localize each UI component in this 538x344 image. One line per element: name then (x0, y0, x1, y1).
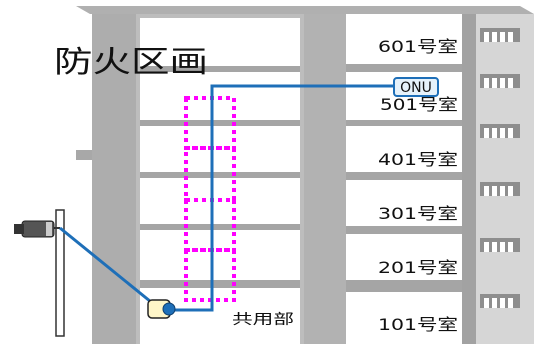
termination-device (147, 299, 176, 319)
fire-compartment-label: 防火区画 (54, 45, 208, 80)
floor-shadow (346, 64, 462, 72)
onu-label: ONU (400, 80, 432, 96)
room-label-601: 601号室 (378, 37, 458, 56)
device-port-icon (162, 302, 176, 316)
onu-box (393, 77, 439, 97)
room-label-301: 301号室 (378, 204, 458, 223)
cable-pole-to-device (59, 226, 157, 308)
cable-route (59, 84, 396, 312)
balcony (480, 238, 520, 252)
floor-shadow (346, 226, 462, 234)
balcony (480, 182, 520, 196)
room-label-201: 201号室 (378, 258, 458, 277)
room-201 (346, 234, 462, 280)
balcony (480, 294, 520, 308)
right-facade (476, 14, 534, 344)
floor-shadow (140, 224, 300, 230)
room-101 (346, 292, 462, 344)
antenna-tip (14, 224, 24, 234)
middle-column (304, 14, 346, 344)
antenna-device (14, 220, 55, 238)
floor-shadow (346, 280, 462, 292)
balcony (480, 124, 520, 138)
antenna-face (46, 222, 52, 236)
balcony (480, 74, 520, 88)
right-wall (462, 14, 476, 344)
onu: ONU (393, 77, 439, 97)
left-unit-6 (140, 18, 300, 66)
left-setback (76, 150, 92, 160)
room-label-501: 501号室 (380, 95, 458, 114)
left-unit-2 (140, 230, 300, 280)
fire-partition-zone (184, 248, 236, 302)
cable-riser (168, 84, 396, 312)
room-301 (346, 180, 462, 226)
balcony (480, 28, 520, 42)
room-601 (346, 14, 462, 64)
fire-partition (184, 96, 236, 302)
room-401 (346, 126, 462, 172)
room-label-101: 101号室 (378, 315, 458, 334)
balconies (480, 28, 520, 308)
floor-shadow (346, 172, 462, 180)
room-label-401: 401号室 (378, 150, 458, 169)
left-facade (92, 14, 136, 344)
common-area-label: 共用部 (232, 312, 294, 328)
roof-slab (76, 6, 534, 14)
floor-shadow (140, 172, 300, 178)
floor-shadow (140, 66, 300, 72)
floor-shadow (140, 280, 300, 288)
floor-shadow (346, 120, 462, 126)
right-room-stack (346, 14, 462, 344)
floor-shadow (140, 120, 300, 126)
pole (55, 209, 65, 337)
